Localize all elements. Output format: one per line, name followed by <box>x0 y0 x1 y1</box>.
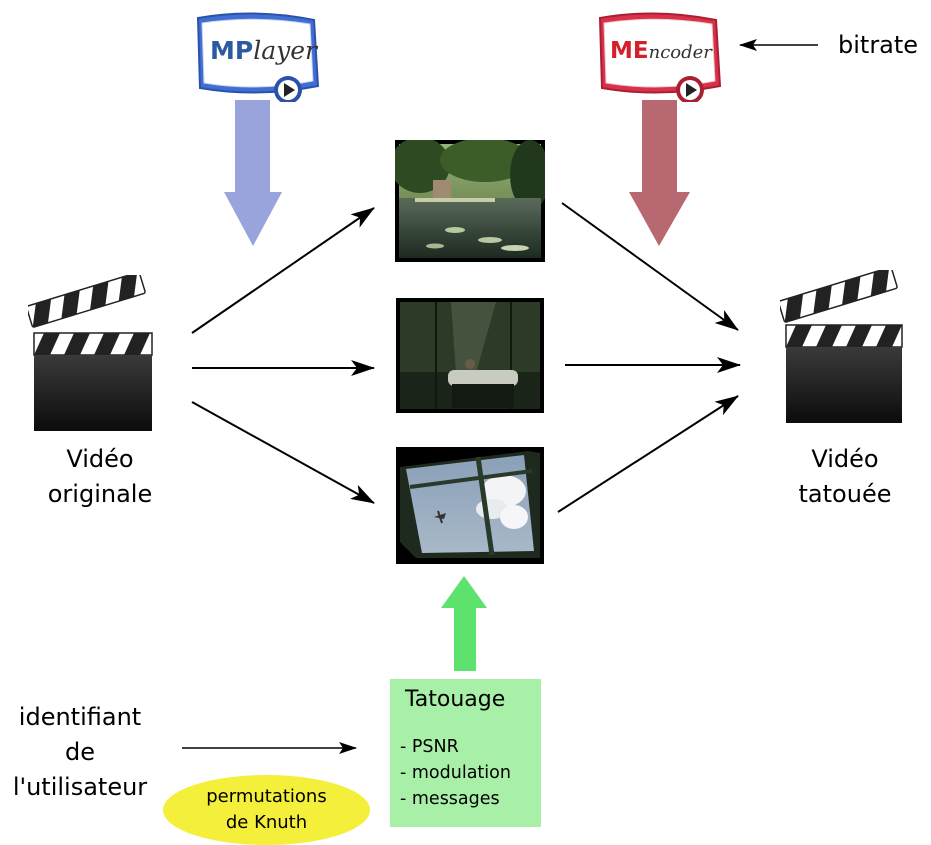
mencoder-arrow <box>629 100 690 246</box>
arrow-frame3-to-result <box>557 395 739 513</box>
watermarking-item-messages: - messages <box>400 789 500 809</box>
watermarked-video-label: Vidéo tatouée <box>770 442 920 512</box>
mplayer-logo-graphic <box>196 12 320 102</box>
mencoder-logo-bold: ME <box>610 38 649 64</box>
arrow-frame1-to-result <box>561 202 739 331</box>
permutations-label-line1: permutations <box>206 786 327 807</box>
mplayer-logo-bold: MP <box>210 36 254 65</box>
arrow-original-to-frame1 <box>191 207 375 334</box>
bitrate-label: bitrate <box>838 31 919 59</box>
user-id-label-line2: de <box>65 738 95 766</box>
mencoder-logo-rest: ncoder <box>648 42 712 63</box>
video-frame-sky <box>396 447 544 564</box>
watermark-arrow <box>441 576 487 671</box>
arrow-original-to-frame3 <box>191 401 375 504</box>
video-frame-pond <box>395 140 545 262</box>
watermarked-video-clapperboard-icon <box>780 270 903 423</box>
mplayer-logo-rest: layer <box>253 36 317 65</box>
watermarking-box: Tatouage - PSNR - modulation - messages <box>390 679 541 827</box>
watermarked-video-label-line1: Vidéo <box>811 445 879 473</box>
mplayer-arrow <box>224 100 282 246</box>
user-id-label-line1: identifiant <box>18 703 142 731</box>
watermarked-video-label-line2: tatouée <box>798 480 892 508</box>
knuth-permutations-ellipse: permutations de Knuth <box>163 775 370 845</box>
permutations-label-line2: de Knuth <box>225 812 308 833</box>
mplayer-logo: MPlayer <box>192 10 322 102</box>
watermarking-item-psnr: - PSNR <box>400 737 459 757</box>
video-frame-bath <box>396 298 544 413</box>
original-video-label-line1: Vidéo <box>66 445 134 473</box>
user-id-label: identifiant de l'utilisateur <box>0 700 160 805</box>
user-id-label-line3: l'utilisateur <box>12 773 148 801</box>
original-video-label: Vidéo originale <box>20 442 180 512</box>
watermarking-item-modulation: - modulation <box>400 763 511 783</box>
original-video-label-line2: originale <box>47 480 153 508</box>
watermarking-title: Tatouage <box>405 687 506 712</box>
original-video-clapperboard-icon <box>28 275 153 431</box>
mencoder-logo: MEncoder <box>594 10 724 102</box>
mplayer-logo-text: MPlayer <box>210 36 317 65</box>
mencoder-logo-text: MEncoder <box>610 38 712 64</box>
mencoder-logo-graphic <box>598 12 722 102</box>
